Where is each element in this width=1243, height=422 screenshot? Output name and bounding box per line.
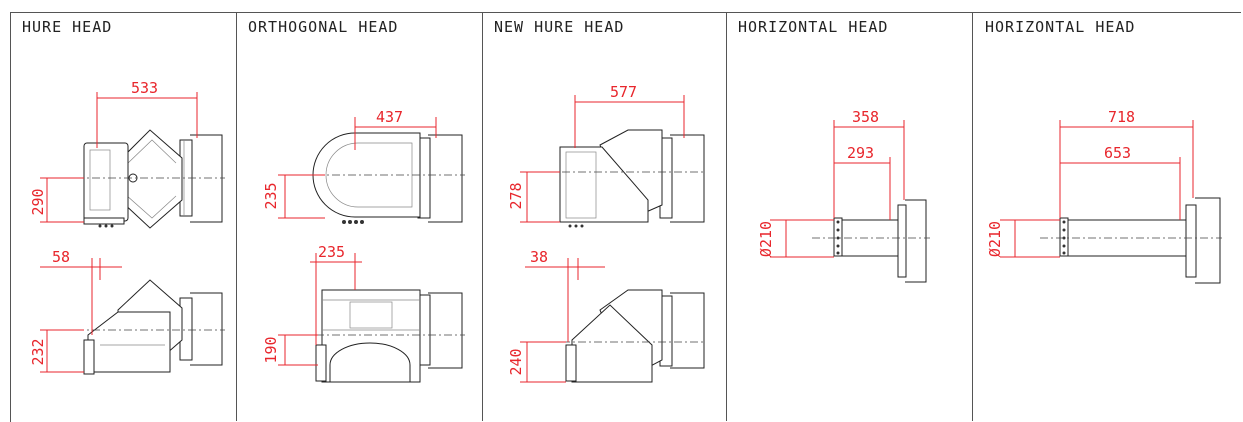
new-hure-head-top-height-label: 278 — [507, 182, 525, 209]
panel-horizontal-head-1 — [727, 12, 973, 421]
horizontal-head-1-dimensions — [770, 120, 905, 258]
orthogonal-head-dimensions — [278, 117, 437, 366]
horizontal-head-1-outer-length-label: 358 — [852, 108, 879, 126]
orthogonal-head-bottom-height-label: 190 — [262, 336, 280, 363]
new-hure-head-top-view — [530, 129, 705, 228]
panel-title-hure-head: HURE HEAD — [22, 18, 113, 36]
new-hure-head-bottom-view — [530, 289, 705, 383]
new-hure-head-offset-label: 38 — [530, 248, 548, 266]
panel-orthogonal-head — [237, 12, 483, 421]
horizontal-head-2-inner-length-label: 653 — [1104, 144, 1131, 162]
hure-head-bottom-height-label: 232 — [29, 338, 47, 365]
hure-head-offset-label: 58 — [52, 248, 70, 266]
panel-hure-head — [10, 12, 237, 421]
panel-title-horizontal-head-2: HORIZONTAL HEAD — [985, 18, 1136, 36]
horizontal-head-2-view — [1040, 197, 1222, 284]
orthogonal-head-offset-label: 235 — [318, 243, 345, 261]
new-hure-head-top-width-label: 577 — [610, 83, 637, 101]
hure-head-top-width-label: 533 — [131, 79, 158, 97]
hure-head-dimensions — [40, 92, 198, 373]
panel-title-orthogonal-head: ORTHOGONAL HEAD — [248, 18, 399, 36]
horizontal-head-2-dimensions — [1000, 120, 1194, 258]
horizontal-head-1-view — [812, 199, 930, 283]
panel-title-horizontal-head-1: HORIZONTAL HEAD — [738, 18, 889, 36]
orthogonal-head-top-view — [300, 132, 465, 224]
horizontal-head-1-inner-length-label: 293 — [847, 144, 874, 162]
hure-head-top-height-label: 290 — [29, 188, 47, 215]
orthogonal-head-top-width-label: 437 — [376, 108, 403, 126]
new-hure-head-dimensions — [520, 95, 685, 383]
horizontal-head-2-outer-length-label: 718 — [1108, 108, 1135, 126]
drawing-frame — [10, 12, 1241, 422]
orthogonal-head-top-height-label: 235 — [262, 182, 280, 209]
hure-head-bottom-view — [60, 279, 225, 375]
horizontal-head-1-diameter-label: Ø210 — [757, 221, 775, 257]
hure-head-top-view — [60, 129, 225, 229]
panel-new-hure-head — [483, 12, 727, 421]
new-hure-head-bottom-height-label: 240 — [507, 348, 525, 375]
panel-title-new-hure-head: NEW HURE HEAD — [494, 18, 625, 36]
orthogonal-head-bottom-view — [300, 289, 465, 383]
horizontal-head-2-diameter-label: Ø210 — [986, 221, 1004, 257]
